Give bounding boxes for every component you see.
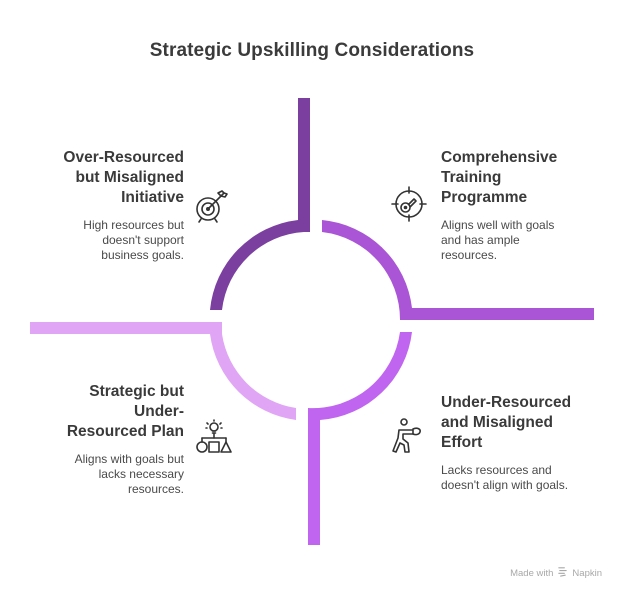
lightbulb-shapes-icon bbox=[194, 418, 234, 458]
quadrant-title: Strategic but Under- Resourced Plan bbox=[66, 383, 184, 440]
quadrant-description: Aligns with goals but lacks necessary re… bbox=[74, 452, 184, 496]
quadrant-top-right: Comprehensive Training Programme Aligns … bbox=[441, 148, 601, 263]
page-title: Strategic Upskilling Considerations bbox=[149, 40, 475, 61]
quadrant-bottom-left: Strategic but Under- Resourced Plan Alig… bbox=[24, 382, 184, 497]
quadrant-top-left: Over-Resourced but Misaligned Initiative… bbox=[24, 148, 184, 263]
made-with-label: Made with bbox=[510, 567, 554, 579]
bottom-right-connector bbox=[308, 332, 412, 545]
quadrant-description: Lacks resources and doesn't align with g… bbox=[441, 463, 569, 492]
boxing-figure-icon bbox=[389, 416, 429, 456]
quadrant-title: Over-Resourced but Misaligned Initiative bbox=[63, 149, 184, 206]
target-arrow-icon bbox=[190, 186, 230, 226]
quadrant-description: High resources but doesn't support busin… bbox=[83, 218, 184, 262]
crosshair-key-icon bbox=[389, 184, 429, 224]
brand-name: Napkin bbox=[572, 567, 602, 579]
quadrant-title: Under-Resourced and Misaligned Effort bbox=[441, 394, 572, 451]
top-right-connector bbox=[322, 220, 594, 320]
quadrant-title: Comprehensive Training Programme bbox=[441, 149, 558, 206]
footer-attribution: Made with Napkin bbox=[510, 566, 602, 580]
top-left-connector bbox=[210, 98, 310, 310]
quadrant-bottom-right: Under-Resourced and Misaligned Effort La… bbox=[441, 393, 611, 493]
napkin-logo-icon bbox=[557, 566, 568, 580]
bottom-left-connector bbox=[30, 322, 296, 420]
quadrant-description: Aligns well with goals and has ample res… bbox=[441, 218, 555, 262]
